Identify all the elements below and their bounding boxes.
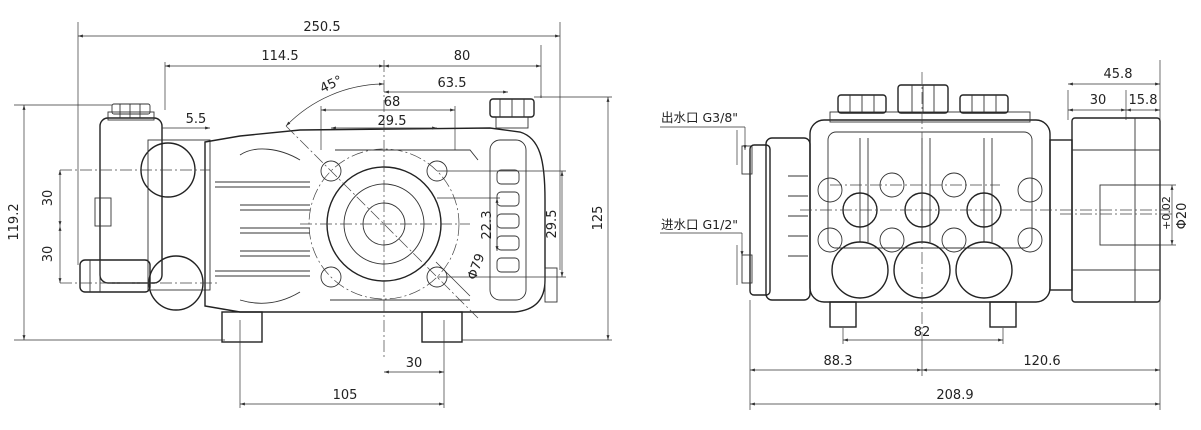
dim-center-to-cap: 63.5 xyxy=(438,76,467,91)
outlet-label: 出水口 G3/8" xyxy=(661,110,738,125)
dim-circle-dia: Φ79 xyxy=(465,252,488,282)
dim-right-part: 120.6 xyxy=(1023,354,1060,369)
dim-foot-span: 82 xyxy=(914,325,931,340)
pump-head-front xyxy=(809,84,1051,328)
dim-left-part: 88.3 xyxy=(824,354,853,369)
dim-height-to-cap: 125 xyxy=(591,206,606,231)
inlet-label: 进水口 G1/2" xyxy=(661,217,738,232)
dim-bolt-half-span: 29.5 xyxy=(378,114,407,129)
manifold-head xyxy=(79,103,211,311)
dim-flange-inner: 30 xyxy=(1090,93,1107,108)
oil-cap xyxy=(489,98,535,129)
mounting-feet xyxy=(221,311,463,343)
dim-flange-lip: 15.8 xyxy=(1129,93,1158,108)
dim-flange-width: 45.8 xyxy=(1104,67,1133,82)
dim-angle: 45° xyxy=(318,73,345,96)
dim-port-lower: 30 xyxy=(41,246,56,263)
dim-shaft-tol: +0.02 xyxy=(1160,196,1173,230)
dim-center-to-foot: 30 xyxy=(406,356,423,371)
crankcase-body xyxy=(204,127,558,313)
dim-overall-height: 119.2 xyxy=(7,203,22,240)
dim-foot-span: 105 xyxy=(333,388,358,403)
side-plate xyxy=(741,137,811,301)
dim-left-to-center: 114.5 xyxy=(261,49,298,64)
dim-bolt-v-span: 29.5 xyxy=(545,210,560,239)
dim-bolt-v-half: 22.3 xyxy=(480,211,495,240)
dim-shaft-dia: Φ20 xyxy=(1175,203,1190,230)
dim-overall-width: 208.9 xyxy=(936,388,973,403)
end-view: 出水口 G3/8" 进水口 G1/2" 45.8 30 15.8 +0.02 Φ… xyxy=(660,60,1190,410)
dim-center-to-right: 80 xyxy=(454,49,471,64)
dim-offset-small: 5.5 xyxy=(186,112,207,127)
side-view: 250.5 114.5 80 63.5 68 29.5 5.5 45° 119.… xyxy=(7,20,612,408)
dim-port-upper: 30 xyxy=(41,190,56,207)
dim-overall-length: 250.5 xyxy=(303,20,340,35)
dim-bolt-span: 68 xyxy=(384,95,401,110)
